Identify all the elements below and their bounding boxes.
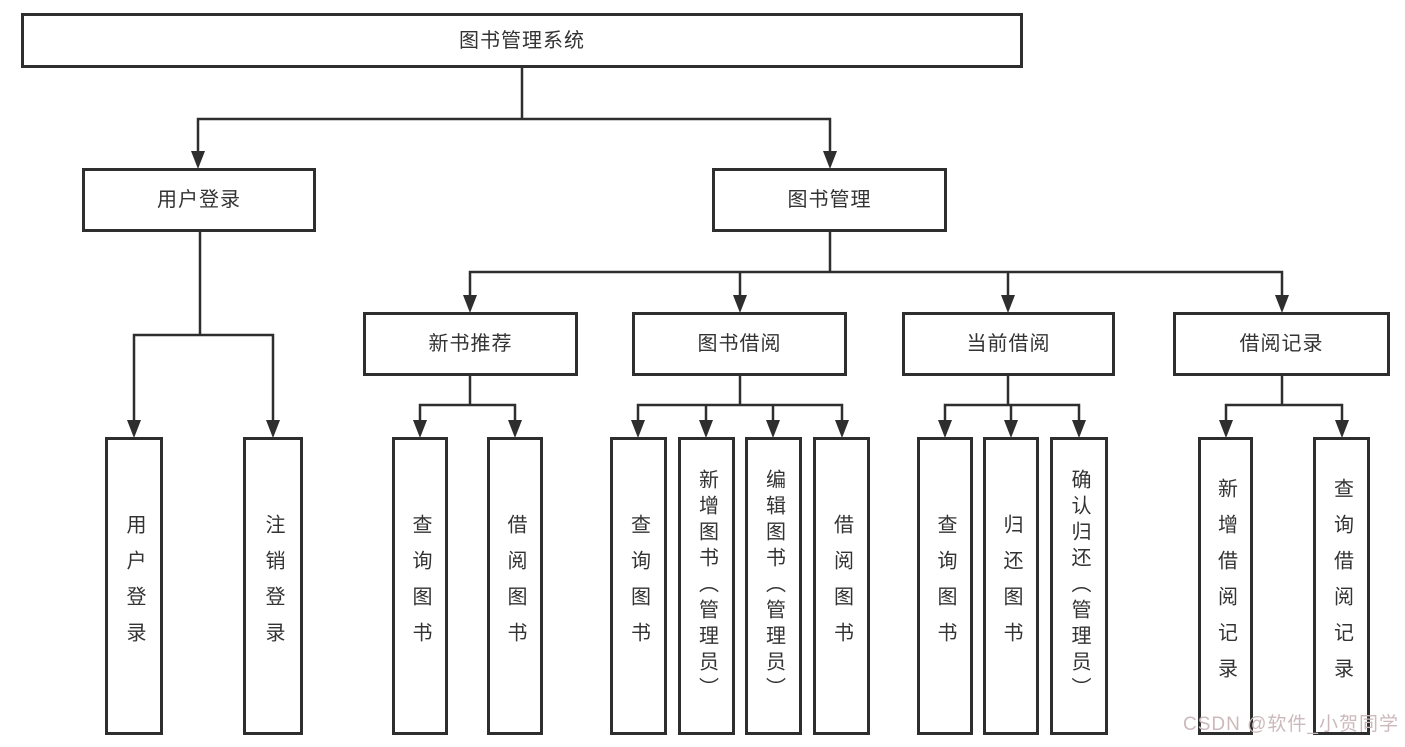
leaf-current-confirm-return-admin-label: 确认归还（管理员） — [1068, 469, 1090, 703]
leaf-newbook-borrow-books: 借阅图书 — [487, 437, 543, 735]
leaf-records-query-record: 查询借阅记录 — [1313, 437, 1370, 735]
node-new-book-recommendation: 新书推荐 — [363, 312, 578, 376]
node-user-login-label: 用户登录 — [157, 189, 241, 211]
leaf-current-query-books-label: 查询图书 — [934, 514, 956, 658]
leaf-borrow-query-books: 查询图书 — [610, 437, 667, 735]
node-book-borrowing: 图书借阅 — [632, 312, 847, 376]
leaf-current-return-books-label: 归还图书 — [1000, 514, 1022, 658]
leaf-records-query-record-label: 查询借阅记录 — [1330, 478, 1353, 694]
leaf-user-login-label: 用户登录 — [123, 514, 145, 658]
leaf-current-return-books: 归还图书 — [983, 437, 1039, 735]
leaf-newbook-borrow-books-label: 借阅图书 — [504, 514, 526, 658]
leaf-logout-label: 注销登录 — [262, 514, 284, 658]
leaf-borrow-edit-books-admin-label: 编辑图书（管理员） — [762, 469, 785, 703]
leaf-newbook-query-books: 查询图书 — [392, 437, 448, 735]
leaf-current-confirm-return-admin: 确认归还（管理员） — [1050, 437, 1108, 735]
node-root: 图书管理系统 — [21, 13, 1023, 68]
node-book-management-label: 图书管理 — [787, 189, 872, 211]
node-new-book-recommendation-label: 新书推荐 — [428, 333, 513, 355]
leaf-user-login: 用户登录 — [105, 437, 163, 735]
leaf-borrow-edit-books-admin: 编辑图书（管理员） — [745, 437, 802, 735]
leaf-records-add-record: 新增借阅记录 — [1198, 437, 1253, 735]
leaf-borrow-borrow-books: 借阅图书 — [813, 437, 870, 735]
node-current-borrowing: 当前借阅 — [902, 312, 1115, 376]
node-user-login: 用户登录 — [82, 168, 316, 232]
node-root-label: 图书管理系统 — [459, 29, 585, 52]
leaf-newbook-query-books-label: 查询图书 — [409, 514, 431, 658]
node-book-borrowing-label: 图书借阅 — [697, 333, 782, 355]
leaf-borrow-borrow-books-label: 借阅图书 — [830, 514, 853, 658]
leaf-records-add-record-label: 新增借阅记录 — [1214, 478, 1237, 694]
leaf-current-query-books: 查询图书 — [917, 437, 973, 735]
node-current-borrowing-label: 当前借阅 — [966, 333, 1051, 355]
leaf-borrow-query-books-label: 查询图书 — [627, 514, 650, 658]
node-borrowing-records: 借阅记录 — [1173, 312, 1390, 376]
watermark: CSDN @软件_小贺同学 — [1183, 714, 1399, 735]
leaf-borrow-add-books-admin-label: 新增图书（管理员） — [695, 469, 718, 703]
leaf-borrow-add-books-admin: 新增图书（管理员） — [678, 437, 735, 735]
node-book-management: 图书管理 — [712, 168, 947, 232]
node-borrowing-records-label: 借阅记录 — [1239, 333, 1324, 355]
leaf-logout: 注销登录 — [243, 437, 303, 735]
